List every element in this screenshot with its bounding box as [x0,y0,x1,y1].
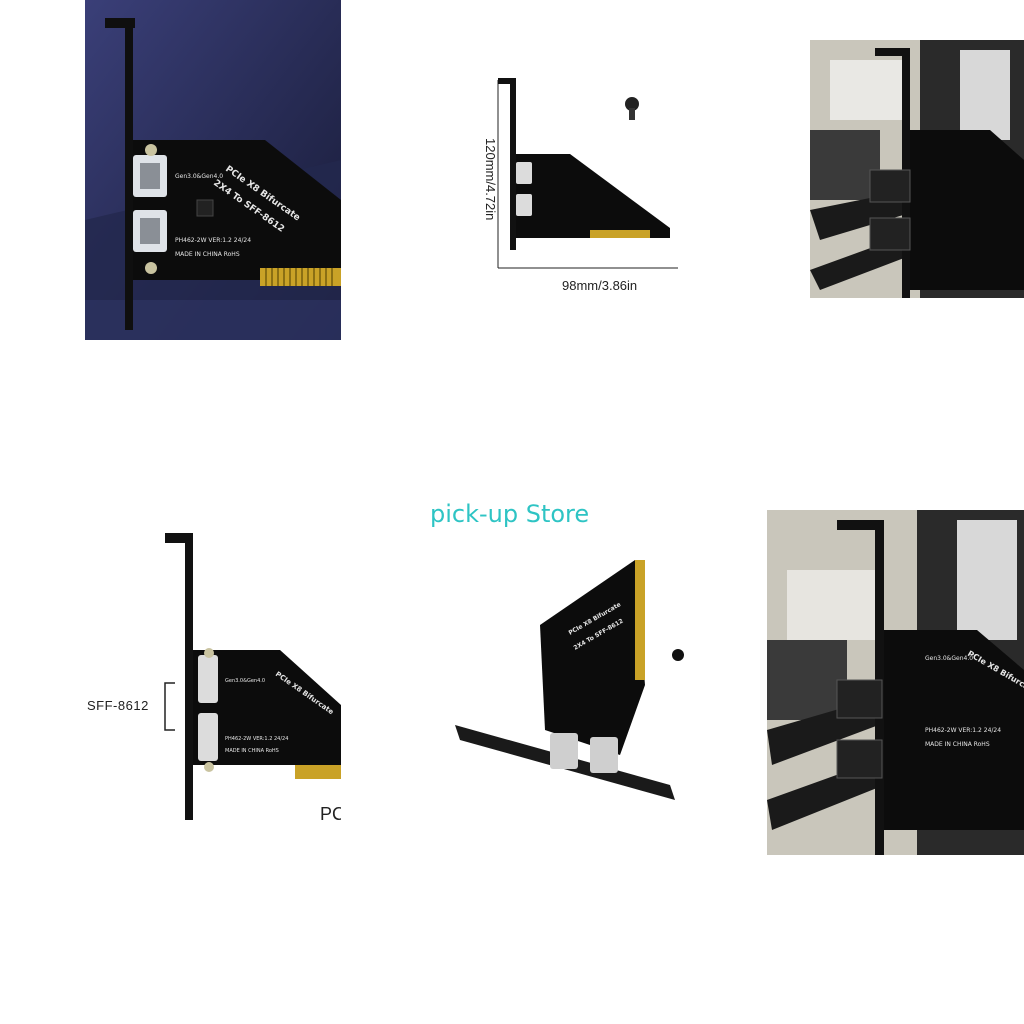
width-dimension-label: 98mm/3.86in [562,278,637,293]
board-version-text-2: PH462-2W VER:1.2 24/24 [225,736,288,742]
board-version-text: PH462-2W VER:1.2 24/24 [175,237,251,244]
pcie-card-photo-1: Gen3.0&Gen4.0 PCIe X8 Bifurcate 2X4 To S… [85,0,341,340]
board-gen-text-2: Gen3.0&Gen4.0 [225,678,265,684]
motherboard-photo-1 [810,40,1024,298]
connector-callout-diagram: SFF-8612 Gen3.0&Gen4.0 PCIe X8 Bifurcate… [85,525,341,825]
photo-card-angled: PCIe X8 Bifurcate 2X4 To SFF-8612 [450,555,685,810]
partial-caption-text: PC [320,804,341,824]
photo-installed-top [810,40,1024,298]
board-made-in-text-3: MADE IN CHINA RoHS [925,741,990,748]
board-made-in-text: MADE IN CHINA RoHS [175,251,240,258]
dimension-diagram: 120mm/4.72in 98mm/3.86in [470,70,690,300]
photo-card-blue-background: Gen3.0&Gen4.0 PCIe X8 Bifurcate 2X4 To S… [85,0,341,340]
pcie-card-photo-2: PCIe X8 Bifurcate 2X4 To SFF-8612 [455,560,684,800]
motherboard-photo-2: Gen3.0&Gen4.0 PCIe X8 Bifurcate PH462-2W… [767,510,1024,855]
board-version-text-3: PH462-2W VER:1.2 24/24 [925,727,1001,734]
height-dimension-label: 120mm/4.72in [483,138,498,220]
board-made-in-text-2: MADE IN CHINA RoHS [225,748,279,754]
board-gen-text: Gen3.0&Gen4.0 [175,173,223,180]
sff-8612-label: SFF-8612 [87,698,149,713]
photo-installed-bottom: Gen3.0&Gen4.0 PCIe X8 Bifurcate PH462-2W… [767,510,1024,855]
board-gen-text-3: Gen3.0&Gen4.0 [925,655,973,662]
store-name: pick-up Store [430,500,590,528]
